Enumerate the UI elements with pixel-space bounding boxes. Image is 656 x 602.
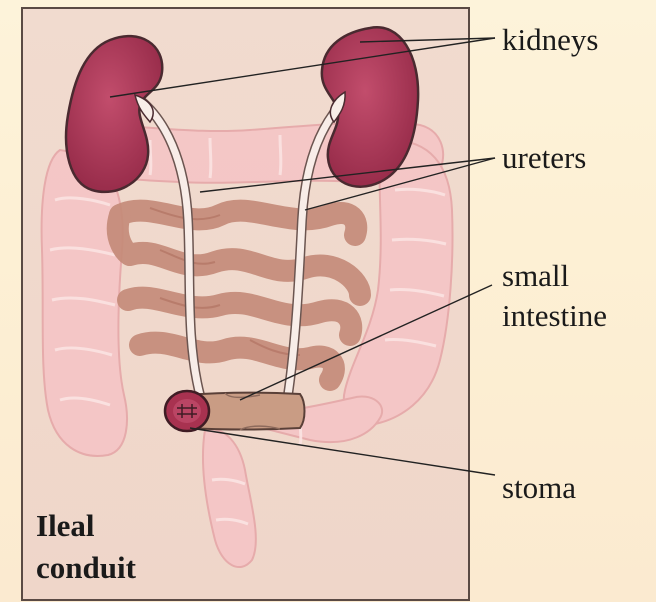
title-line2: conduit <box>36 550 137 585</box>
label-ureters: ureters <box>502 140 586 175</box>
stoma <box>165 391 209 431</box>
label-small-intestine-line2: intestine <box>502 298 607 333</box>
label-kidneys: kidneys <box>502 22 598 57</box>
title-line1: Ileal <box>36 508 95 543</box>
label-small-intestine-line1: small <box>502 258 569 293</box>
label-stoma: stoma <box>502 470 576 505</box>
